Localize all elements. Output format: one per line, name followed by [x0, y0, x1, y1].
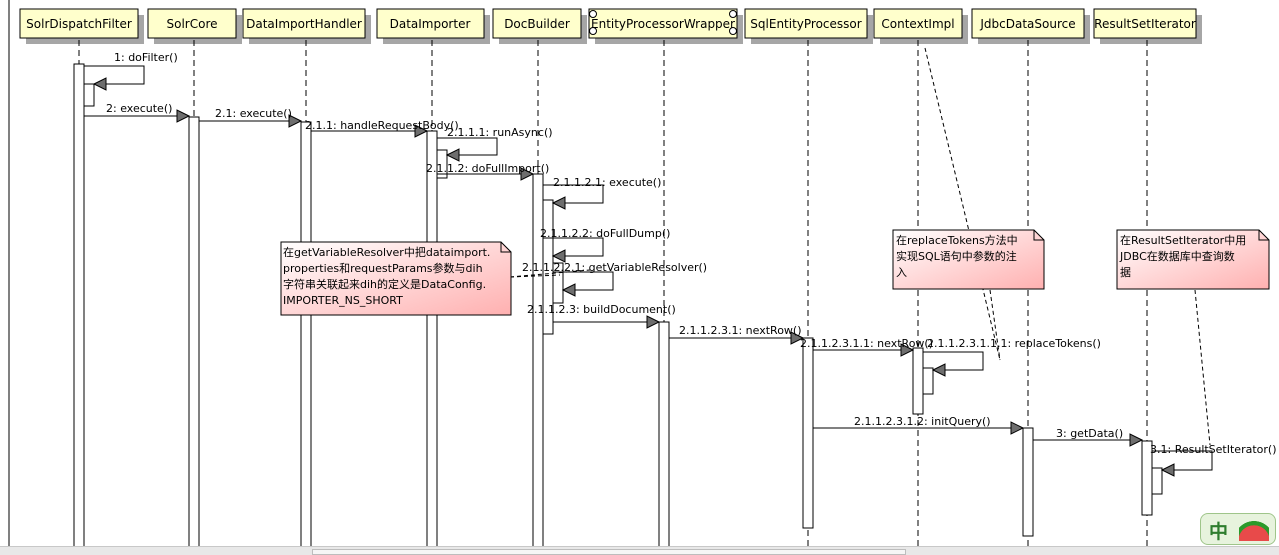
lifeline-header-ctx[interactable]: ContextImpl	[873, 8, 968, 44]
lifeline-header-rsi[interactable]: ResultSetIterator	[1093, 8, 1202, 44]
lifeline-label: DataImporter	[390, 17, 471, 31]
message-label[interactable]: 3.1: ResultSetIterator()	[1150, 443, 1276, 456]
message-label[interactable]: 2.1.1: handleRequestBody()	[305, 119, 459, 132]
message-label[interactable]: 1: doFilter()	[114, 51, 178, 64]
lifeline-header-dimp[interactable]: DataImporter	[376, 8, 490, 44]
activation-bar	[658, 321, 670, 549]
lifeline-header-dih[interactable]: DataImportHandler	[242, 8, 371, 44]
activation-bar	[1022, 427, 1034, 537]
lifeline-header-sql[interactable]: SqlEntityProcessor	[744, 8, 873, 44]
lifeline-label: ContextImpl	[881, 17, 954, 31]
svg-text:在getVariableResolver中把dataimpo: 在getVariableResolver中把dataimport.	[283, 245, 490, 259]
lifeline-header-core[interactable]: SolrCore	[147, 8, 242, 44]
message-label[interactable]: 2.1.1.2.3.1.1.1: replaceTokens()	[927, 337, 1101, 350]
lifeline-label: DocBuilder	[504, 17, 570, 31]
svg-text:properties和requestParams参数与dih: properties和requestParams参数与dih	[283, 261, 483, 275]
svg-text:IMPORTER_NS_SHORT: IMPORTER_NS_SHORT	[283, 294, 403, 307]
activation-bar	[188, 116, 200, 549]
svg-text:字符串关联起来dih的定义是DataConfig.: 字符串关联起来dih的定义是DataConfig.	[283, 277, 486, 291]
message-label[interactable]: 2.1.1.2.1: execute()	[553, 176, 661, 189]
scrollbar-thumb[interactable]	[312, 549, 906, 555]
watermelon-icon	[1239, 517, 1269, 541]
lifeline-header-epw[interactable]: EntityProcessorWrapper	[588, 8, 743, 44]
note-result-set-iterator: 在ResultSetIterator中用 JDBC在数据库中查询数 据	[1116, 229, 1270, 290]
lifeline-label: JdbcDataSource	[979, 17, 1075, 31]
lifeline-label: DataImportHandler	[246, 17, 362, 31]
message-label[interactable]: 2.1.1.1: runAsync()	[447, 126, 553, 139]
lifeline-label: ResultSetIterator	[1094, 17, 1196, 31]
note-replace-tokens: 在replaceTokens方法中 实现SQL语句中参数的注 入	[892, 229, 1045, 290]
ime-indicator[interactable]: 中	[1200, 513, 1276, 545]
activation-bar	[922, 367, 934, 395]
svg-text:在replaceTokens方法中: 在replaceTokens方法中	[896, 233, 1018, 247]
activation-bar	[83, 83, 95, 107]
activation-bar	[1151, 467, 1163, 495]
activation-bar	[300, 121, 312, 549]
lifeline-label: SolrDispatchFilter	[26, 17, 132, 31]
activation-bar	[73, 63, 85, 549]
svg-text:在ResultSetIterator中用: 在ResultSetIterator中用	[1120, 234, 1246, 247]
activation-bar	[802, 337, 814, 529]
lifeline-header-jdbc[interactable]: JdbcDataSource	[971, 8, 1090, 44]
message-label[interactable]: 2.1.1.2.3.1: nextRow()	[679, 324, 802, 337]
lifeline-header-sdf[interactable]: SolrDispatchFilter	[19, 8, 144, 44]
ime-language-char: 中	[1209, 521, 1229, 543]
activation-bar	[552, 262, 564, 304]
svg-text:JDBC在数据库中查询数: JDBC在数据库中查询数	[1119, 249, 1235, 263]
activation-bar	[436, 149, 448, 179]
message-label[interactable]: 2.1.1.2.3.1.1: nextRow()	[800, 337, 933, 350]
message-label[interactable]: 2.1.1.2.2: doFullDump()	[540, 227, 670, 240]
message-label[interactable]: 3: getData()	[1056, 427, 1123, 440]
note-variable-resolver: 在getVariableResolver中把dataimport. proper…	[280, 241, 512, 316]
svg-text:入: 入	[896, 266, 907, 279]
lifeline-label: SqlEntityProcessor	[750, 17, 861, 31]
svg-text:据: 据	[1120, 265, 1131, 279]
message-label[interactable]: 2.1.1.2.3.1.2: initQuery()	[854, 415, 991, 428]
message-label[interactable]: 2.1.1.2.3: buildDocument()	[527, 303, 676, 316]
message-label[interactable]: 2: execute()	[106, 102, 172, 115]
message-label[interactable]: 2.1.1.2.2.1: getVariableResolver()	[522, 261, 707, 274]
svg-text:实现SQL语句中参数的注: 实现SQL语句中参数的注	[896, 249, 1017, 263]
activation-bar	[912, 347, 924, 415]
message-label[interactable]: 2.1.1.2: doFullImport()	[426, 162, 549, 175]
lifeline-label: EntityProcessorWrapper	[591, 17, 735, 31]
lifeline-label: SolrCore	[167, 17, 218, 31]
activation-bar	[426, 130, 438, 549]
message-label[interactable]: 2.1: execute()	[215, 107, 292, 120]
lifeline-header-db[interactable]: DocBuilder	[492, 8, 587, 44]
